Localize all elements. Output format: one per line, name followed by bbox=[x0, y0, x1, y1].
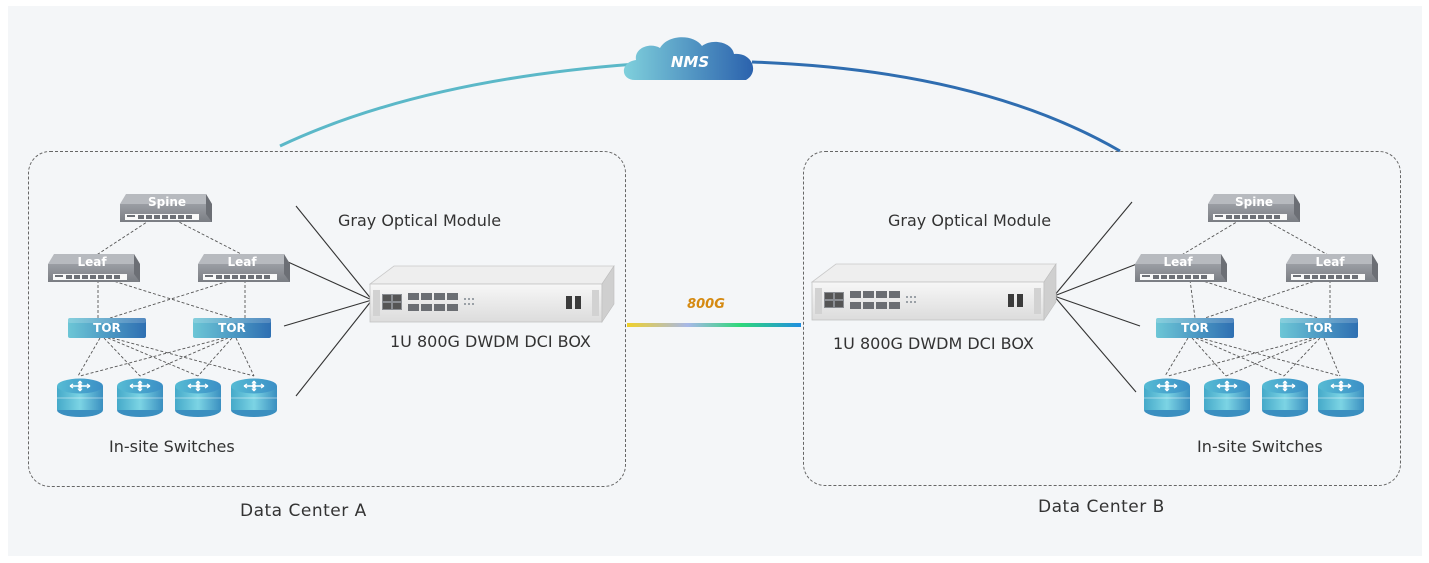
router-cylinder-icon bbox=[1261, 377, 1309, 418]
dc-b-spine-label: Spine bbox=[1235, 195, 1273, 209]
link-rate-label: 800G bbox=[687, 297, 725, 312]
router-cylinder-icon bbox=[1203, 377, 1251, 418]
dc-a-name: Data Center A bbox=[240, 501, 367, 521]
dc-a-box-label: 1U 800G DWDM DCI BOX bbox=[390, 332, 591, 351]
router-cylinder-icon bbox=[174, 377, 222, 418]
router-cylinder-icon bbox=[230, 377, 278, 418]
nms-link-right bbox=[751, 60, 1121, 153]
router-cylinder-icon bbox=[56, 377, 104, 418]
dc-b-tor-label-2: TOR bbox=[1305, 321, 1333, 335]
nms-link-left bbox=[279, 62, 637, 148]
dc-a-tor-label-2: TOR bbox=[218, 321, 246, 335]
dc-b-switches-label: In-site Switches bbox=[1197, 437, 1323, 456]
dc-b-leaf-label-1: Leaf bbox=[1163, 255, 1193, 269]
cloud-icon bbox=[623, 37, 754, 80]
dc-b-name: Data Center B bbox=[1038, 497, 1165, 517]
data-center-b-frame bbox=[803, 151, 1401, 486]
dc-a-leaf-label-1: Leaf bbox=[77, 255, 107, 269]
dc-a-optical-label: Gray Optical Module bbox=[338, 211, 502, 230]
router-cylinder-icon bbox=[1317, 377, 1365, 418]
dc-b-tor-label-1: TOR bbox=[1181, 321, 1209, 335]
dc-a-leaf-label-2: Leaf bbox=[227, 255, 257, 269]
router-cylinder-icon bbox=[1143, 377, 1191, 418]
dc-b-topology bbox=[811, 194, 1378, 418]
dci-box-icon bbox=[811, 263, 1057, 321]
dc-a-spine-label: Spine bbox=[148, 195, 186, 209]
dc-a-topology bbox=[48, 194, 615, 418]
dwdm-link-800g bbox=[627, 323, 801, 327]
dc-b-box-label: 1U 800G DWDM DCI BOX bbox=[833, 334, 1034, 353]
dc-a-tor-label-1: TOR bbox=[93, 321, 121, 335]
router-cylinder-icon bbox=[116, 377, 164, 418]
data-center-a-frame bbox=[28, 151, 626, 487]
nms-label: NMS bbox=[671, 53, 709, 71]
dci-box-icon bbox=[369, 265, 615, 323]
dc-a-switches-label: In-site Switches bbox=[109, 437, 235, 456]
dc-b-optical-label: Gray Optical Module bbox=[888, 211, 1052, 230]
dc-b-leaf-label-2: Leaf bbox=[1315, 255, 1345, 269]
